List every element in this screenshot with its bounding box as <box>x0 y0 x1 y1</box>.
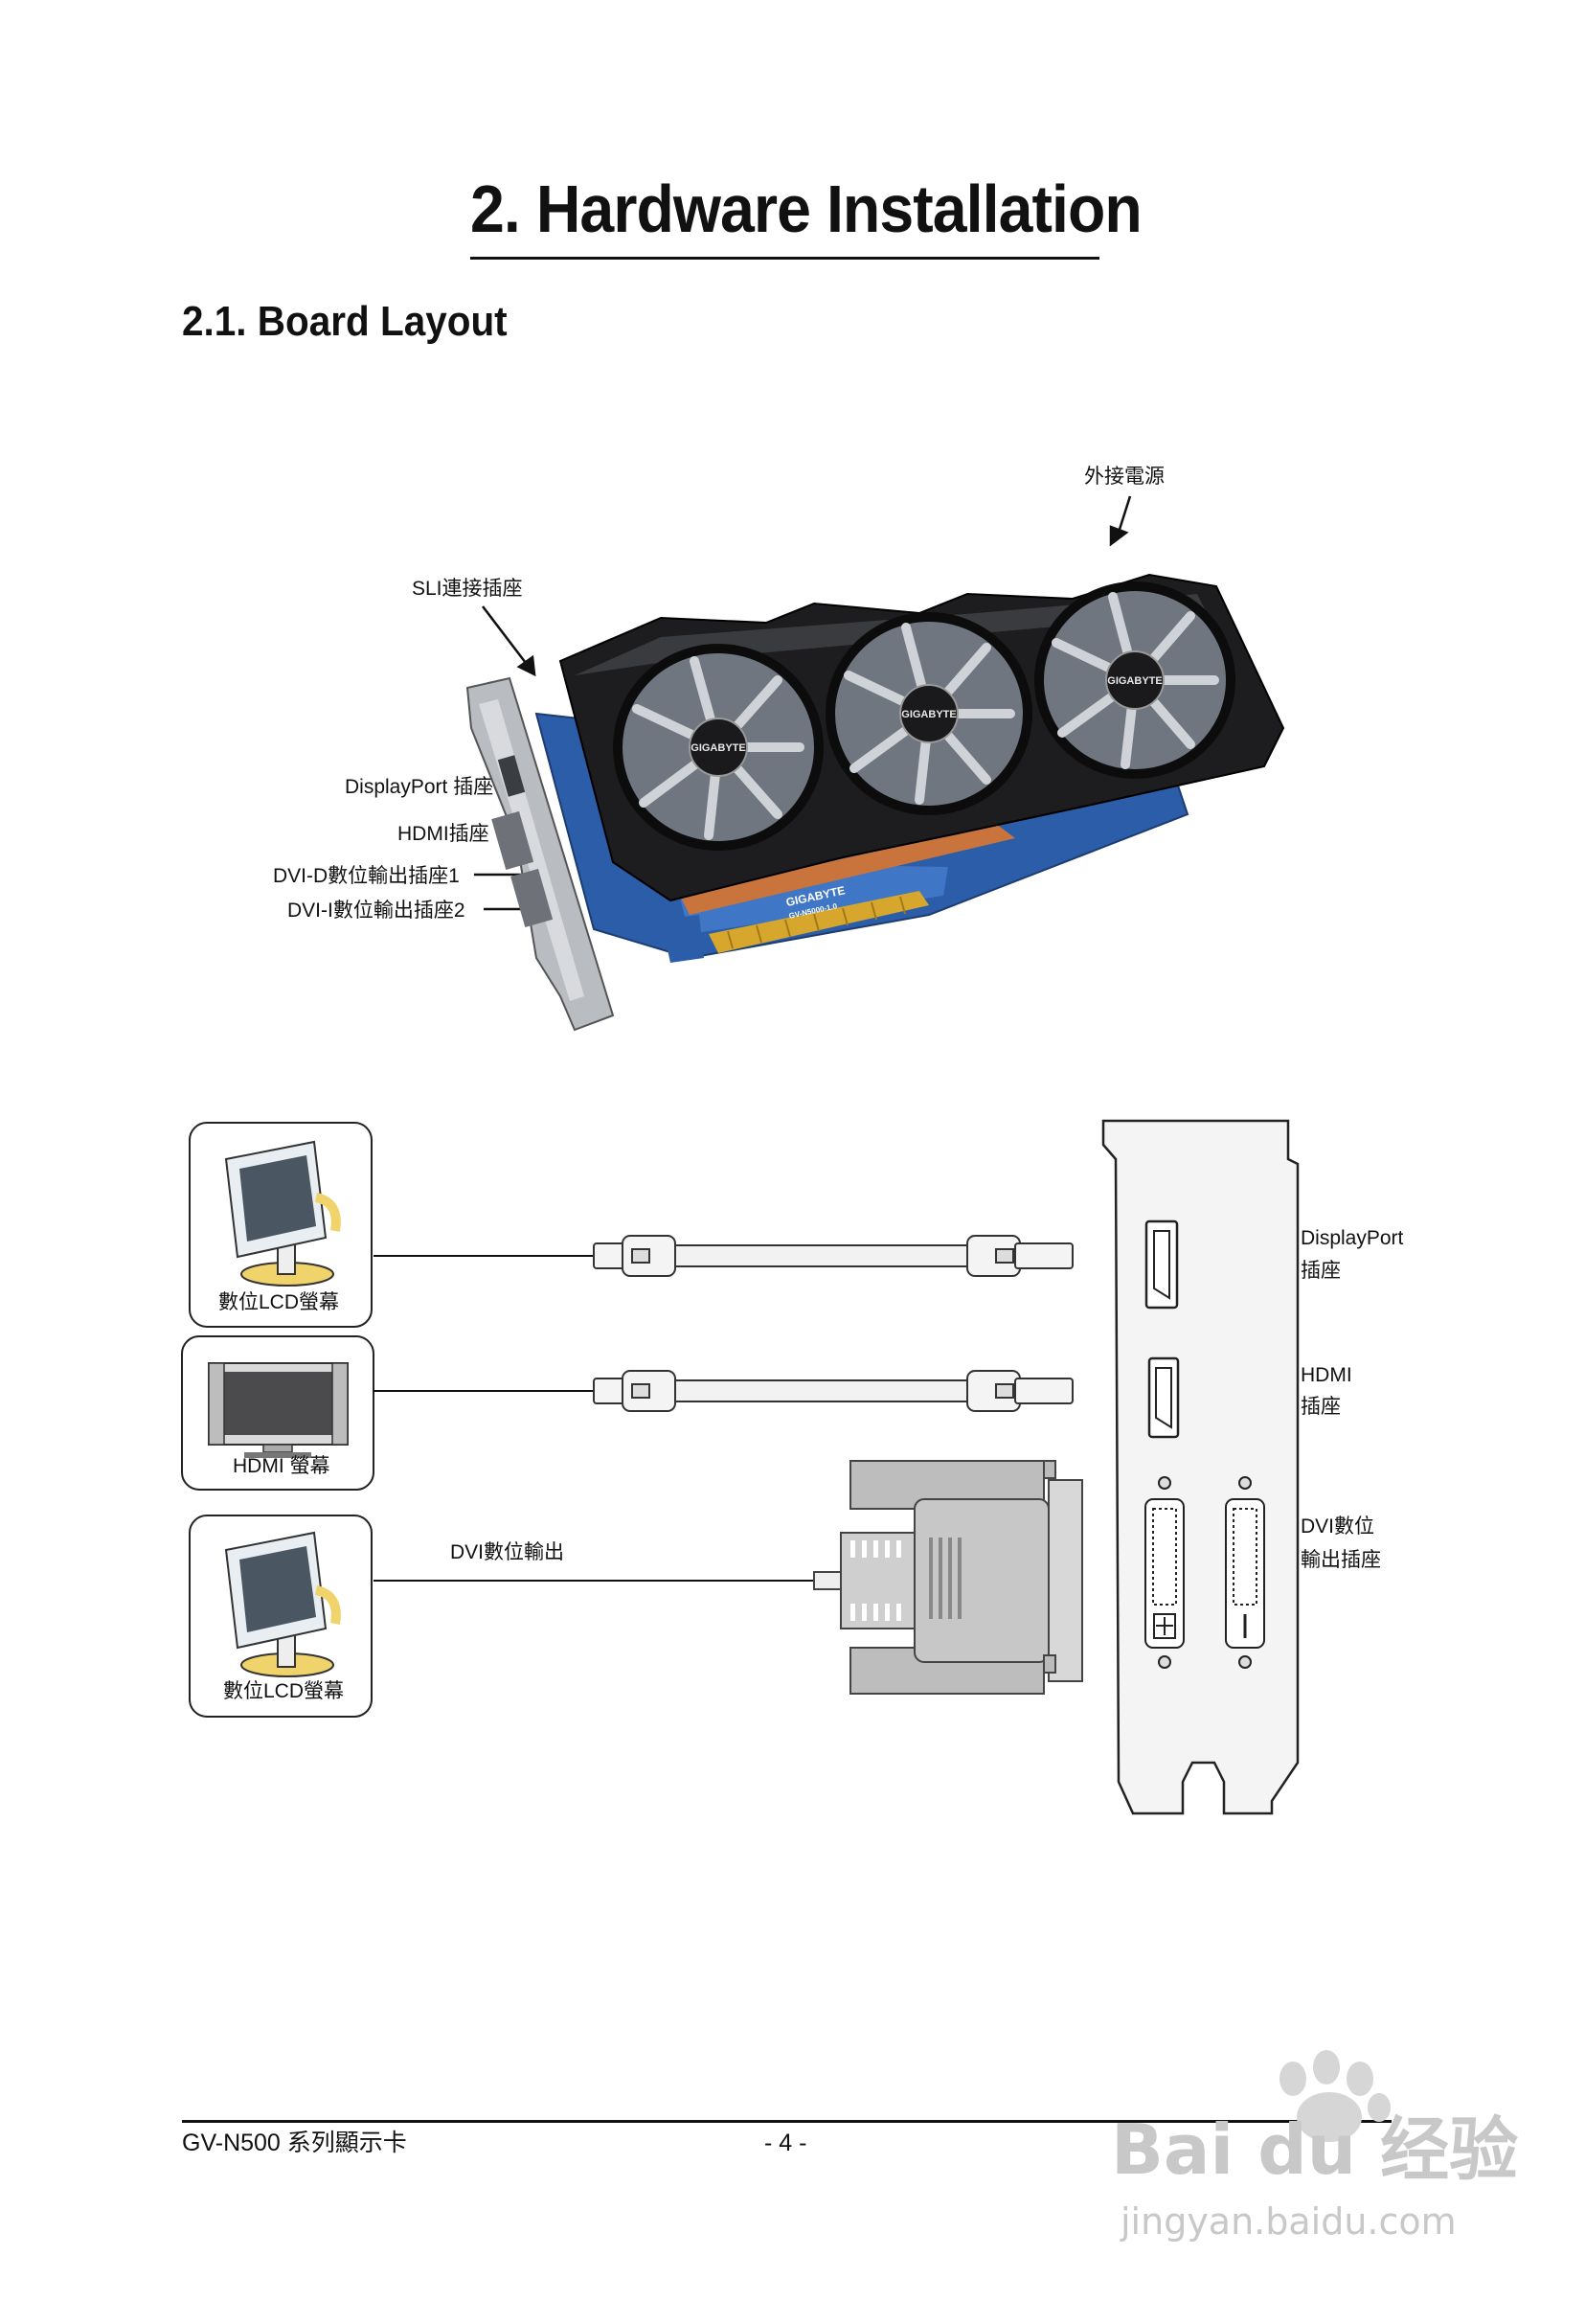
footer-page-number: - 4 - <box>764 2130 807 2156</box>
title-underline <box>470 257 1099 260</box>
hdmi-port <box>1147 1356 1180 1439</box>
card-fans <box>613 581 1235 851</box>
dvi-output-label: DVI數位輸出 <box>450 1541 565 1563</box>
fan-logo-left: GIGABYTE <box>691 742 745 754</box>
bracket-label-dvi-2: 輸出插座 <box>1301 1549 1381 1571</box>
dvi-cable-connector <box>813 1460 1083 1695</box>
lcd-monitor-icon <box>224 1140 341 1287</box>
card-bracket <box>465 676 615 1032</box>
lcd-monitor-icon-2 <box>224 1531 341 1677</box>
monitor-box-lcd-bottom <box>189 1515 373 1718</box>
watermark-url: jingyan.baidu.com <box>1121 2200 1457 2243</box>
page-title: 2. Hardware Installation <box>470 171 1143 246</box>
label-dvi-i-connector: DVI-I數位輸出插座2 <box>287 900 465 922</box>
hdmi-monitor-icon <box>208 1362 349 1458</box>
label-displayport-connector: DisplayPort 插座 <box>345 776 494 798</box>
dvi-port-1 <box>1144 1476 1185 1669</box>
bracket-label-dvi-1: DVI數位 <box>1301 1515 1375 1538</box>
bracket-label-hdmi-1: HDMI <box>1301 1364 1352 1386</box>
hdmi-cable-top <box>593 1235 1074 1277</box>
dvi-port-2 <box>1225 1476 1265 1669</box>
section-heading: 2.1. Board Layout <box>182 298 508 345</box>
monitor-label-hdmi: HDMI 螢幕 <box>233 1455 330 1477</box>
label-external-power: 外接電源 <box>1084 466 1165 488</box>
monitor-box-hdmi <box>181 1335 374 1491</box>
footer-rule <box>182 2120 1392 2123</box>
monitor-label-lcd-top: 數位LCD螢幕 <box>218 1291 340 1313</box>
monitor-box-lcd-top <box>189 1122 373 1328</box>
bracket-label-displayport-1: DisplayPort <box>1301 1227 1404 1249</box>
displayport-port <box>1144 1219 1179 1310</box>
fan-logo-right: GIGABYTE <box>1107 675 1162 687</box>
fan-logo-middle: GIGABYTE <box>901 709 956 720</box>
watermark-brand: Bai du 经验 <box>1111 2109 1519 2190</box>
card-bracket-diagram <box>1101 1119 1300 1815</box>
paw-icon <box>1279 2050 1391 2142</box>
monitor-label-lcd-bottom: 數位LCD螢幕 <box>223 1680 345 1702</box>
bracket-label-displayport-2: 插座 <box>1301 1260 1341 1282</box>
footer-model: GV-N500 系列顯示卡 <box>182 2130 407 2156</box>
hdmi-cable-middle <box>593 1370 1074 1412</box>
bracket-label-hdmi-2: 插座 <box>1301 1396 1341 1418</box>
baidu-watermark: Bai du 经验 jingyan.baidu.com <box>1111 2050 1561 2251</box>
label-hdmi-connector: HDMI插座 <box>397 823 489 845</box>
label-dvi-d-connector: DVI-D數位輸出插座1 <box>273 865 460 887</box>
label-sli-connector: SLI連接插座 <box>412 578 523 600</box>
